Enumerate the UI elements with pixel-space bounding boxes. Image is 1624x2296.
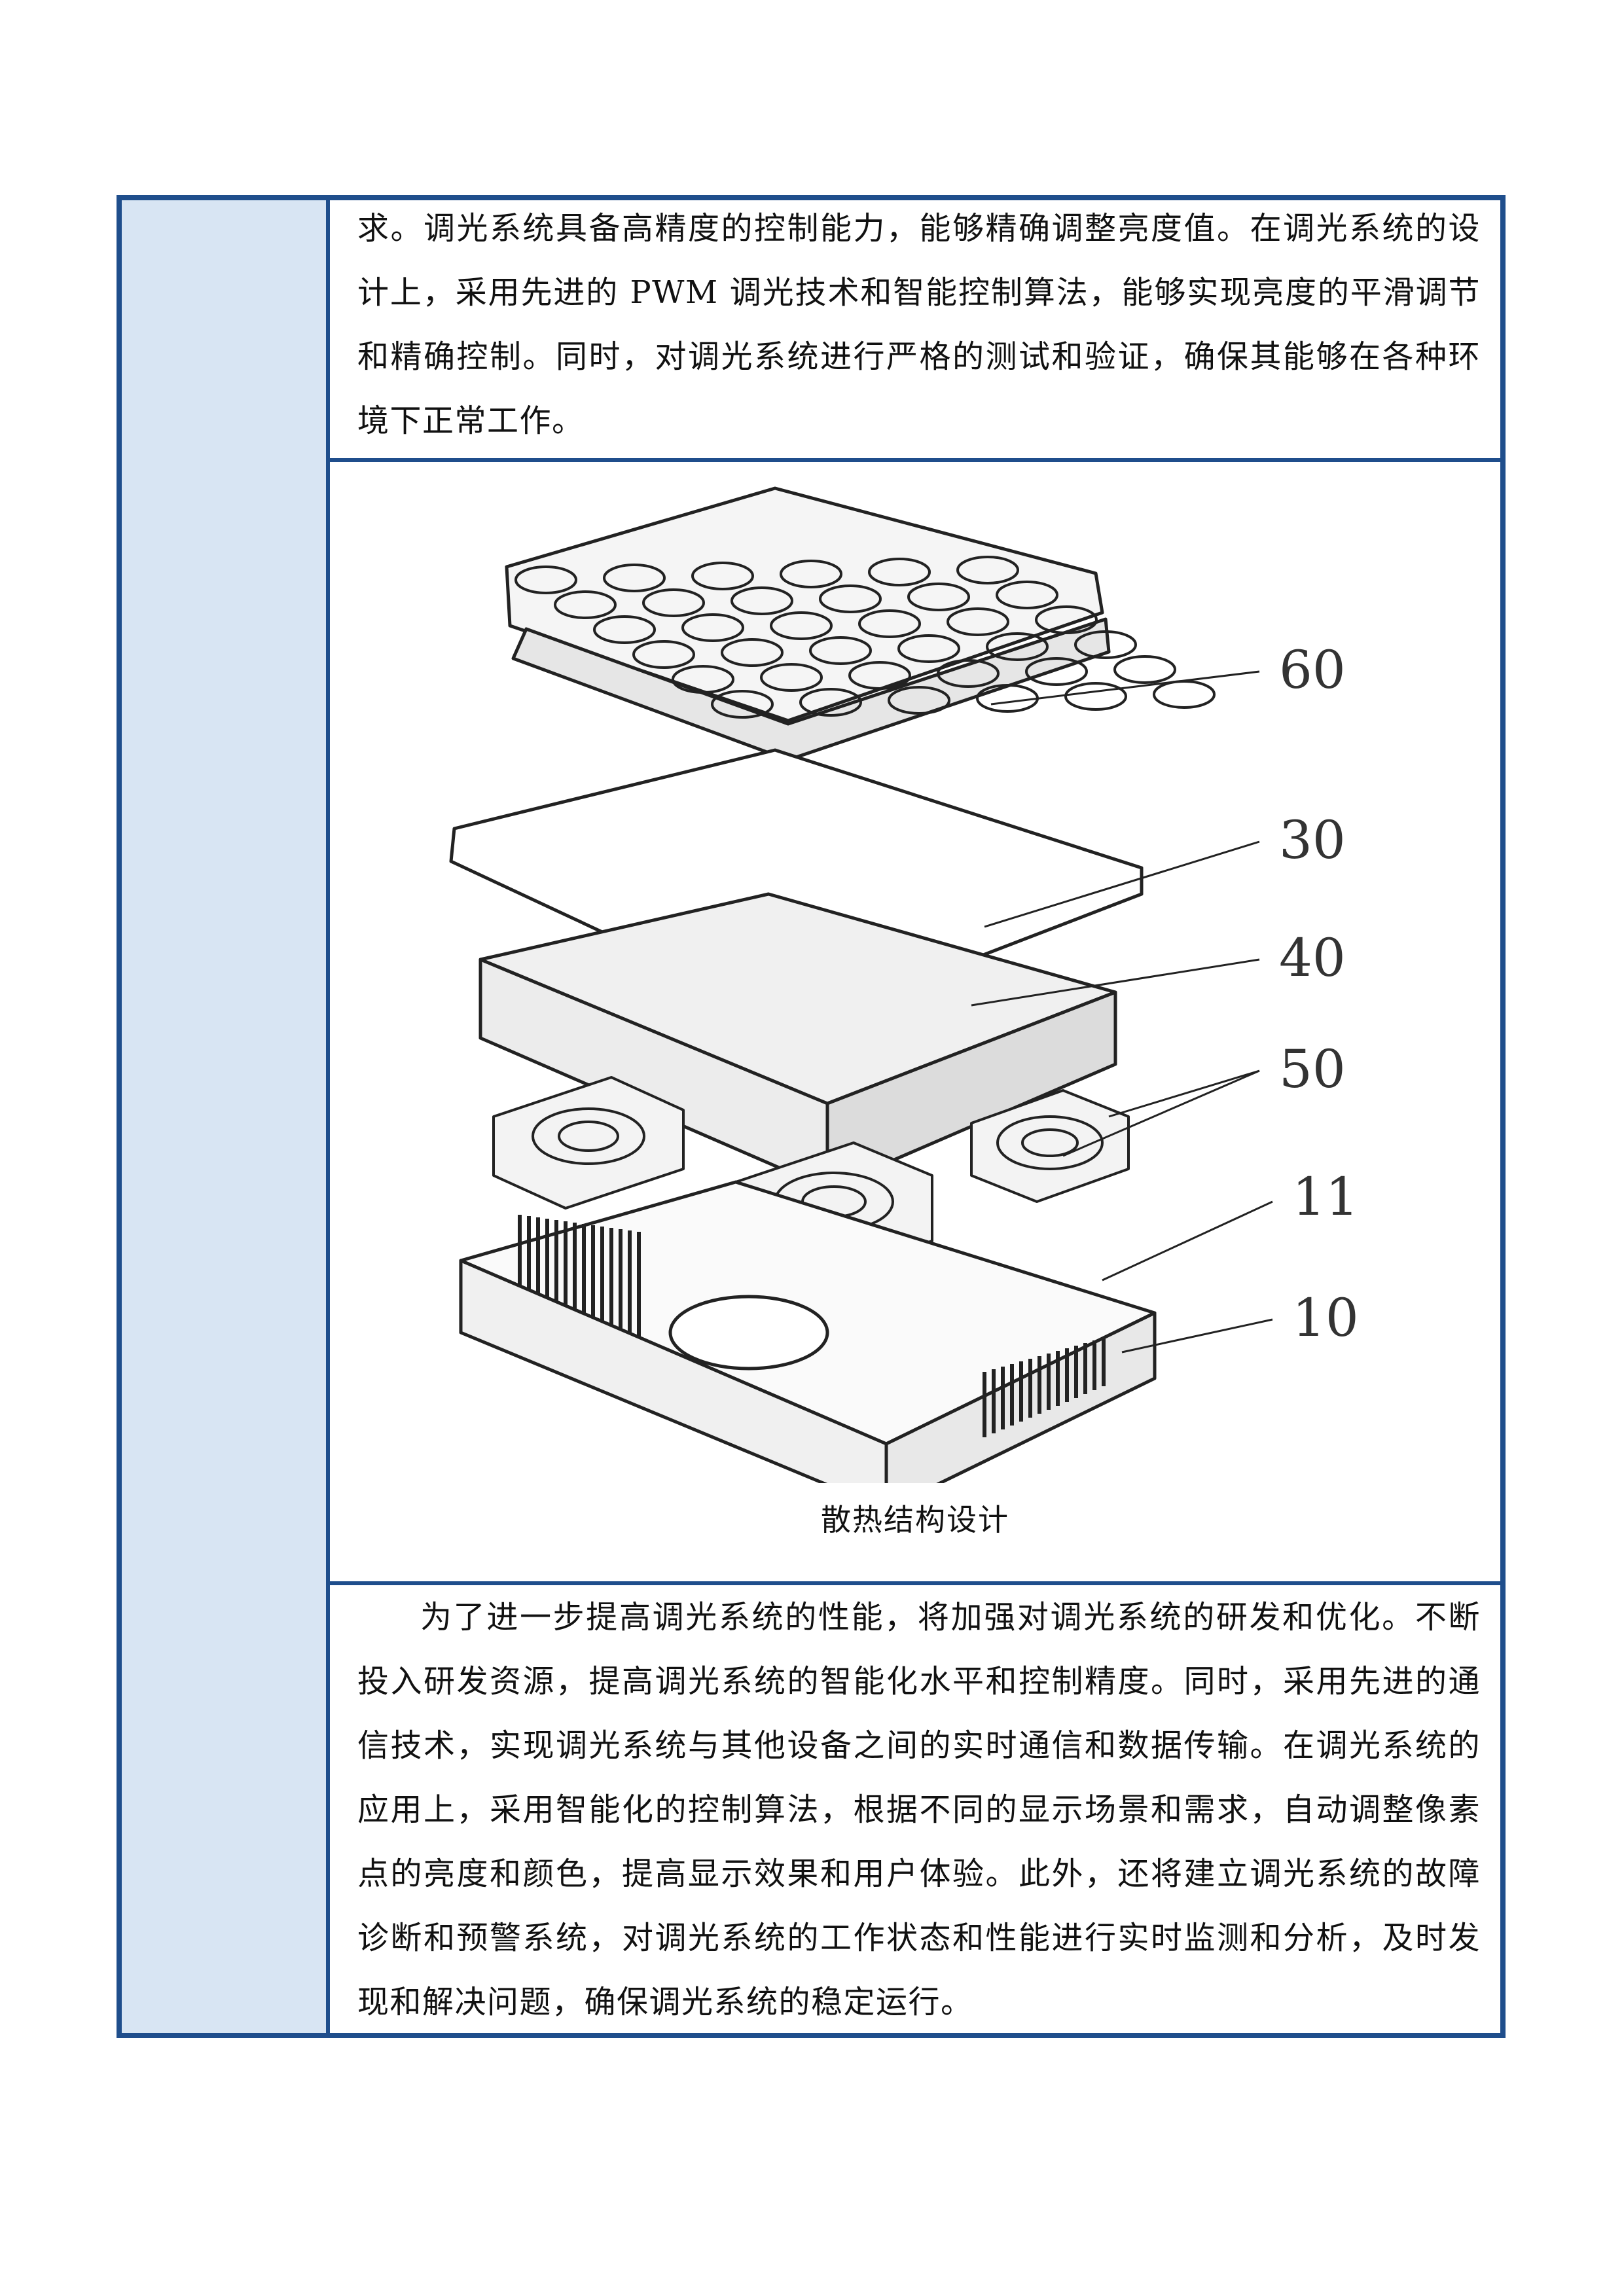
lens-ring	[672, 665, 734, 694]
lens-ring	[1025, 657, 1088, 686]
paragraph-bottom: 为了进一步提高调光系统的性能，将加强对调光系统的研发和优化。不断投入研发资源，提…	[357, 1599, 1481, 2020]
lens-ring	[681, 613, 744, 642]
lens-ring	[691, 562, 754, 590]
lens-ring	[642, 588, 705, 617]
paragraph-top: 求。调光系统具备高精度的控制能力，能够精确调整亮度值。在调光系统的设计上，采用先…	[357, 210, 1481, 439]
lens-ring	[593, 615, 656, 644]
content-table: 求。调光系统具备高精度的控制能力，能够精确调整亮度值。在调光系统的设计上，采用先…	[117, 195, 1506, 2038]
lens-ring	[1064, 682, 1127, 711]
lens-ring	[760, 663, 823, 692]
lens-ring	[1113, 655, 1176, 684]
lens-ring	[780, 560, 842, 588]
lens-ring	[976, 684, 1039, 713]
lens-ring	[770, 611, 833, 640]
lens-ring	[897, 634, 960, 663]
label-30: 30	[1279, 810, 1346, 870]
lens-ring	[907, 583, 970, 611]
lens-ring	[996, 581, 1058, 609]
lens-ring	[721, 638, 784, 667]
exploded-assembly-diagram: 60 30 40 50 11 10	[330, 462, 1500, 1509]
lens-ring	[868, 558, 931, 586]
label-50: 50	[1279, 1039, 1346, 1100]
label-40: 40	[1279, 927, 1346, 988]
lens-ring	[809, 636, 872, 665]
label-60: 60	[1279, 639, 1346, 700]
figure-caption: 散热结构设计	[821, 1502, 1009, 1537]
lens-ring	[986, 632, 1049, 661]
lens-ring	[603, 564, 666, 592]
label-10: 10	[1292, 1287, 1359, 1348]
heat-dissipation-illustration: 60 30 40 50 11 10	[449, 486, 1359, 1483]
lens-ring	[1074, 630, 1137, 659]
lens-ring	[956, 556, 1019, 584]
lens-ring	[888, 686, 950, 715]
text-cell-top: 求。调光系统具备高精度的控制能力，能够精确调整亮度值。在调光系统的设计上，采用先…	[330, 200, 1500, 462]
lens-ring	[554, 590, 617, 619]
lens-ring	[731, 586, 793, 615]
text-cell-bottom: 为了进一步提高调光系统的性能，将加强对调光系统的研发和优化。不断投入研发资源，提…	[330, 1585, 1500, 2033]
label-11: 11	[1292, 1166, 1359, 1227]
figure-cell: 60 30 40 50 11 10 散热结构设计	[330, 462, 1500, 1585]
lens-ring	[632, 640, 695, 669]
left-sidebar-column	[122, 200, 330, 2033]
lens-ring	[514, 565, 577, 594]
lens-ring	[937, 659, 1000, 688]
lens-ring	[1035, 605, 1098, 634]
lens-ring	[799, 688, 862, 717]
lens-ring	[711, 690, 774, 719]
lens-ring	[947, 607, 1009, 636]
lens-ring	[819, 584, 882, 613]
lens-ring	[1153, 680, 1216, 709]
lens-ring	[858, 609, 921, 638]
lens-ring	[848, 661, 911, 690]
